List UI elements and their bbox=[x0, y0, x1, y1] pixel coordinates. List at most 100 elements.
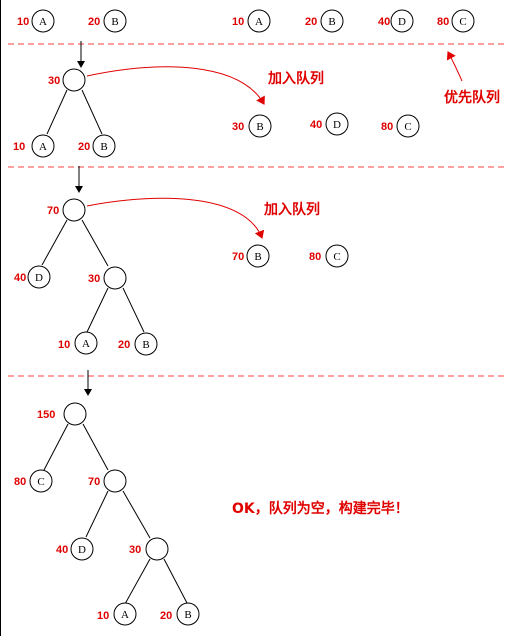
queue-item: 80 C bbox=[309, 244, 349, 268]
queue-item: 10 A bbox=[232, 9, 271, 33]
internal-node-circle bbox=[145, 537, 169, 561]
leaf-weight: 20 bbox=[160, 610, 172, 622]
leaf-weight: 10 bbox=[58, 339, 70, 351]
leaf-node: 10 A bbox=[97, 602, 137, 626]
enqueue-arrow bbox=[86, 197, 265, 239]
queue-weight: 30 bbox=[232, 121, 244, 133]
tree-edge bbox=[86, 287, 109, 333]
node-letter: D bbox=[398, 16, 406, 28]
internal-weight: 150 bbox=[37, 409, 55, 421]
internal-node-circle bbox=[103, 266, 127, 290]
priority-queue-label: 优先队列 bbox=[444, 89, 500, 106]
internal-weight: 30 bbox=[88, 273, 100, 285]
node-circle bbox=[134, 332, 158, 356]
tree-edge bbox=[82, 423, 109, 471]
leaf-node: 80 C bbox=[14, 469, 53, 493]
queue-item: 80 C bbox=[437, 9, 475, 33]
tree-edge bbox=[122, 490, 151, 539]
leaf-node: 10 A bbox=[17, 9, 55, 33]
node-circle bbox=[70, 537, 94, 561]
node-circle bbox=[92, 134, 116, 158]
node-letter: D bbox=[333, 119, 341, 131]
enqueue-label: 加入队列 bbox=[263, 201, 320, 218]
leaf-node: 20 B bbox=[118, 332, 158, 356]
leaf-weight: 10 bbox=[13, 141, 25, 153]
leaf-weight: 10 bbox=[97, 610, 109, 622]
queue-item: 70 B bbox=[232, 244, 270, 268]
enqueue-arrow bbox=[86, 66, 265, 105]
node-letter: C bbox=[333, 251, 340, 263]
done-message: OK，队列为空，构建完毕！ bbox=[232, 500, 409, 517]
tree-edge bbox=[46, 89, 68, 135]
queue-weight: 70 bbox=[232, 251, 244, 263]
node-circle bbox=[31, 134, 55, 158]
priority-queue-arrow bbox=[446, 51, 463, 82]
node-circle bbox=[27, 265, 51, 289]
internal-node-circle bbox=[62, 198, 86, 222]
tree-edge bbox=[41, 219, 68, 266]
internal-node-circle bbox=[63, 402, 87, 426]
node-circle bbox=[29, 469, 53, 493]
leaf-weight: 40 bbox=[14, 272, 26, 284]
step-2: 30 10 A 20 B 加入队列 30 B 40 D 80 C bbox=[13, 66, 420, 158]
node-letter: A bbox=[121, 609, 129, 621]
queue-item: 40 D bbox=[310, 112, 349, 136]
queue-weight: 40 bbox=[310, 119, 322, 131]
queue-item: 20 B bbox=[305, 9, 344, 33]
leaf-weight: 10 bbox=[17, 16, 29, 28]
queue-weight: 40 bbox=[378, 16, 390, 28]
step-4: 150 80 C 70 40 D 30 10 A 20 B bbox=[14, 402, 409, 626]
tree-edge bbox=[85, 490, 109, 538]
node-letter: C bbox=[459, 16, 466, 28]
internal-weight: 70 bbox=[47, 205, 59, 217]
node-letter: D bbox=[78, 544, 86, 556]
tree-edge bbox=[124, 558, 151, 605]
leaf-node: 20 B bbox=[88, 9, 127, 33]
queue-item: 30 B bbox=[232, 114, 272, 138]
queue-weight: 80 bbox=[437, 16, 449, 28]
node-circle bbox=[396, 114, 420, 138]
leaf-node: 10 A bbox=[58, 331, 98, 355]
queue-weight: 10 bbox=[232, 16, 244, 28]
step-3: 70 40 D 30 10 A 20 B 加入队列 70 B bbox=[14, 197, 349, 356]
tree-edge bbox=[122, 287, 145, 333]
node-circle bbox=[325, 244, 349, 268]
tree-edge bbox=[81, 219, 109, 267]
internal-node-circle bbox=[62, 68, 86, 92]
internal-node-circle bbox=[103, 469, 127, 493]
leaf-weight: 20 bbox=[118, 339, 130, 351]
enqueue-label: 加入队列 bbox=[267, 70, 324, 87]
leaf-node: 40 D bbox=[14, 265, 51, 289]
queue-item: 80 C bbox=[381, 114, 420, 138]
tree-edge bbox=[163, 558, 188, 604]
internal-weight: 30 bbox=[48, 75, 60, 87]
node-circle bbox=[248, 114, 272, 138]
leaf-weight: 80 bbox=[14, 476, 26, 488]
leaf-weight: 40 bbox=[56, 544, 68, 556]
node-circle bbox=[325, 112, 349, 136]
node-letter: D bbox=[35, 272, 43, 284]
node-circle bbox=[320, 9, 344, 33]
leaf-weight: 20 bbox=[78, 141, 90, 153]
node-letter: B bbox=[254, 251, 261, 263]
node-circle bbox=[103, 9, 127, 33]
node-circle bbox=[451, 9, 475, 33]
leaf-weight: 20 bbox=[88, 16, 100, 28]
node-circle bbox=[246, 244, 270, 268]
node-letter: B bbox=[184, 609, 191, 621]
node-circle bbox=[176, 602, 200, 626]
node-letter: C bbox=[37, 476, 44, 488]
internal-weight: 70 bbox=[88, 476, 100, 488]
node-letter: B bbox=[328, 16, 335, 28]
internal-weight: 30 bbox=[129, 544, 141, 556]
node-letter: B bbox=[142, 339, 149, 351]
queue-weight: 20 bbox=[305, 16, 317, 28]
node-letter: B bbox=[100, 141, 107, 153]
node-circle bbox=[31, 9, 55, 33]
leaf-node: 10 A bbox=[13, 134, 55, 158]
queue-weight: 80 bbox=[309, 251, 321, 263]
queue-item: 40 D bbox=[378, 9, 414, 33]
node-letter: B bbox=[111, 16, 118, 28]
node-circle bbox=[390, 9, 414, 33]
